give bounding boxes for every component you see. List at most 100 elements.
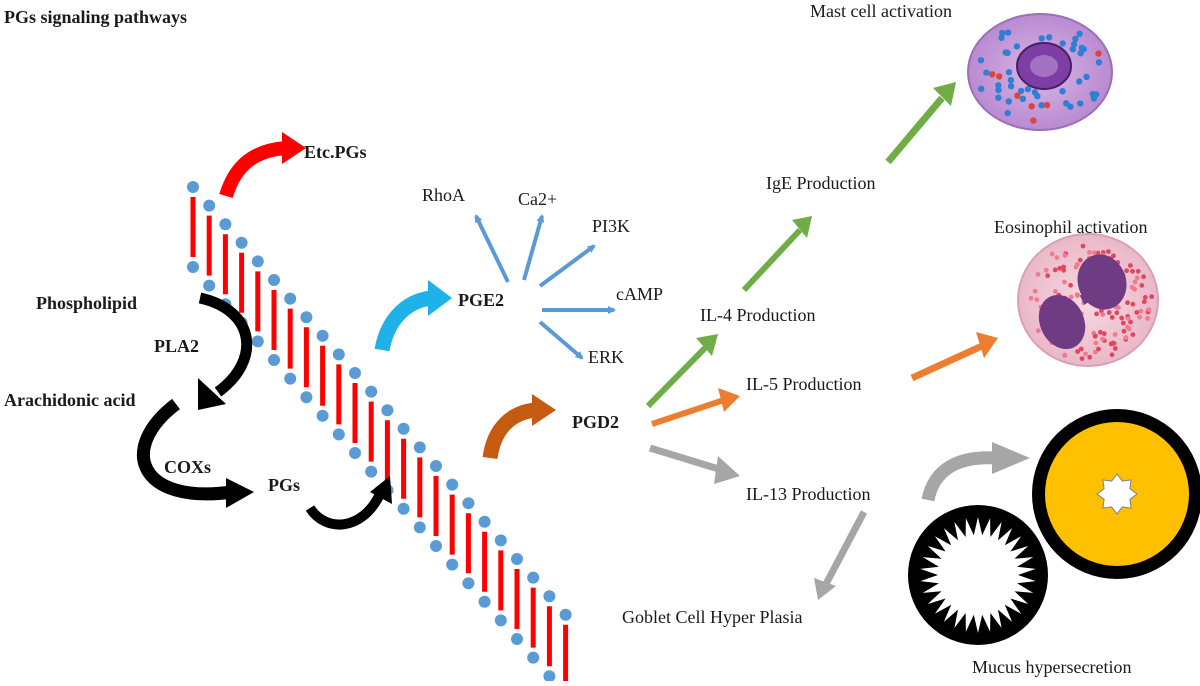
lipid-head [478, 595, 491, 608]
lipid-head [413, 521, 426, 534]
eosinophil-image [1017, 233, 1159, 367]
granule [1075, 261, 1080, 267]
granule [1054, 255, 1060, 260]
lipid-head [284, 292, 297, 305]
granule [1112, 346, 1118, 351]
arachidonic-acid-label: Arachidonic acid [4, 390, 136, 410]
granule [1137, 314, 1142, 320]
granule [1121, 328, 1127, 334]
granule [1083, 351, 1088, 357]
granule [1043, 101, 1051, 109]
granule [1092, 349, 1098, 355]
granule [1132, 286, 1137, 292]
goblet-cell-label: Goblet Cell Hyper Plasia [622, 607, 803, 627]
lipid-head [478, 515, 491, 528]
pge2-arrow [374, 280, 452, 352]
granule [996, 73, 1003, 80]
granule [1032, 288, 1038, 294]
phospholipid-membrane [187, 181, 572, 685]
ca2-arrow [522, 214, 545, 281]
lipid-head [235, 236, 248, 249]
granule [1075, 349, 1080, 354]
coxs-label: COXs [164, 457, 212, 477]
lipid-head [316, 329, 329, 342]
mast-cell-image [967, 13, 1113, 131]
lipid-head [527, 651, 540, 664]
il4-ige-arrow [741, 216, 812, 293]
lipid-head [284, 372, 297, 385]
eosinophil-label: Eosinophil activation [994, 217, 1148, 237]
granule [1135, 268, 1141, 274]
granule [1101, 331, 1107, 337]
lipid-head [349, 367, 361, 379]
mucus-gland-hypersecretion [1032, 409, 1200, 579]
granule [1093, 91, 1100, 98]
granule [1035, 328, 1041, 334]
granule [995, 86, 1002, 94]
granule [999, 29, 1006, 37]
granule [1077, 100, 1084, 107]
pi3k-arrow [538, 244, 596, 288]
granule [1028, 295, 1034, 301]
granule [1080, 243, 1086, 249]
granule [977, 57, 985, 64]
granule [1049, 251, 1055, 257]
granule [1124, 268, 1129, 274]
lipid-head [332, 348, 345, 361]
granule [989, 71, 996, 78]
pge2-effector-arrows [474, 214, 616, 360]
granule [1109, 352, 1115, 358]
granule [1111, 341, 1117, 346]
granule [1093, 333, 1098, 339]
granule [1035, 272, 1041, 277]
granule [998, 34, 1005, 41]
granule [1100, 312, 1106, 317]
granule [1094, 311, 1099, 317]
ige-production-label: IgE Production [766, 173, 876, 193]
granule [1095, 50, 1102, 57]
granule [1077, 257, 1083, 263]
granule [1078, 346, 1084, 352]
granule [1052, 289, 1058, 294]
granule [1005, 69, 1013, 76]
granule [1004, 29, 1012, 36]
granule [1096, 346, 1101, 352]
il5-production-label: IL-5 Production [746, 374, 862, 394]
granule [1141, 299, 1147, 305]
camp-label: cAMP [616, 284, 664, 304]
granule [995, 82, 1002, 89]
granule [1014, 92, 1021, 99]
pgd2-il4-arrow [645, 334, 718, 409]
pla2-label: PLA2 [154, 336, 199, 356]
lipid-head [462, 497, 475, 510]
granule [1099, 308, 1104, 314]
granule [1038, 102, 1045, 109]
granule [1013, 43, 1021, 50]
granule [1062, 253, 1068, 258]
granule [1130, 268, 1135, 274]
granule [1076, 30, 1083, 37]
granule [1072, 35, 1079, 42]
granule [1068, 294, 1074, 300]
granule [1123, 335, 1129, 340]
lipid-head [203, 279, 216, 292]
granule [1002, 49, 1009, 56]
granule [1120, 320, 1126, 326]
granule [1128, 263, 1133, 268]
granule [995, 94, 1002, 101]
diagram-title: PGs signaling pathways [4, 7, 188, 27]
il13-goblet-arrow [814, 510, 868, 600]
granule [1087, 250, 1092, 255]
granule [1069, 46, 1077, 53]
pgd2-label: PGD2 [572, 412, 619, 432]
granule [1098, 329, 1103, 335]
lipid-head [381, 404, 394, 417]
granule [1125, 300, 1130, 306]
ige-mast-arrow [885, 82, 956, 165]
granule [1038, 35, 1045, 42]
granule [1017, 87, 1025, 95]
granule [1106, 310, 1112, 315]
granule [1132, 279, 1138, 285]
mucus-gland-normal [908, 505, 1048, 645]
